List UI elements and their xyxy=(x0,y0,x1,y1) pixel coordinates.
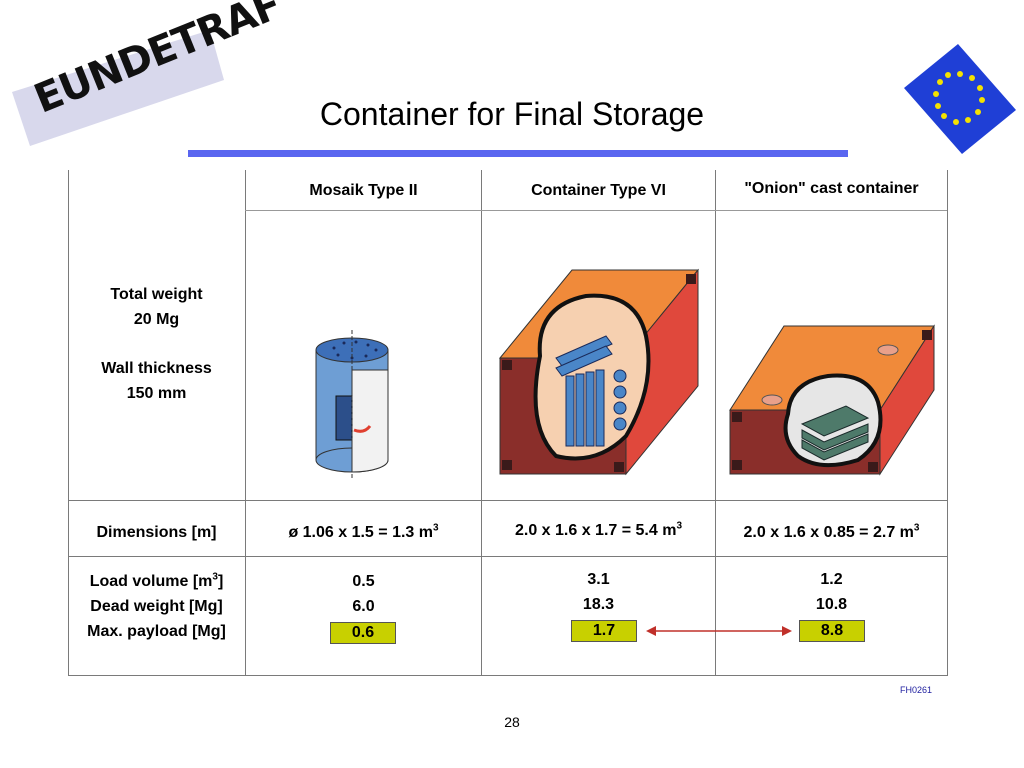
load-volume-label-text: Load volume [m xyxy=(89,573,213,590)
payload-comparison-arrow-icon xyxy=(646,623,792,639)
figure-code: FH0261 xyxy=(900,685,933,695)
header-type-vi: Container Type VI xyxy=(531,182,666,199)
eu-flag-icon xyxy=(900,44,1018,156)
total-weight-label: Total weight xyxy=(110,286,203,303)
dead-weight-mosaik: 6.0 xyxy=(352,598,375,615)
wall-thickness-value: 150 mm xyxy=(126,385,187,402)
total-weight-value: 20 Mg xyxy=(133,311,180,328)
dimensions-type-vi: 2.0 x 1.6 x 1.7 = 5.4 m3 xyxy=(482,518,715,543)
eundetraf-logo: EUNDETRAF xyxy=(10,0,287,148)
dimensions-onion-value: 2.0 x 1.6 x 0.85 = 2.7 m xyxy=(743,524,914,541)
header-onion: "Onion" cast container xyxy=(744,180,919,197)
dimensions-label: Dimensions [m] xyxy=(96,524,217,541)
grid-line xyxy=(68,556,948,557)
dead-weight-onion: 10.8 xyxy=(815,596,848,613)
load-volume-label: Load volume [m3] xyxy=(68,569,245,594)
grid-line xyxy=(68,500,948,501)
dimensions-unit-exponent: 3 xyxy=(432,522,439,534)
grid-line xyxy=(68,170,69,676)
dimensions-unit-exponent: 3 xyxy=(913,522,920,534)
comparison-table: Mosaik Type II Container Type VI "Onion"… xyxy=(68,170,948,676)
max-payload-mosaik: 0.6 xyxy=(330,622,396,644)
dimensions-unit-exponent: 3 xyxy=(676,520,682,532)
header-mosaik: Mosaik Type II xyxy=(309,182,418,199)
dimensions-type-vi-value: 2.0 x 1.6 x 1.7 = 5.4 m xyxy=(514,522,677,539)
dimensions-mosaik-value: ø 1.06 x 1.5 = 1.3 m xyxy=(288,524,433,541)
load-volume-type-vi: 3.1 xyxy=(587,571,610,588)
dimensions-onion: 2.0 x 1.6 x 0.85 = 2.7 m3 xyxy=(716,520,947,545)
grid-line xyxy=(715,170,716,676)
title-rule xyxy=(188,150,848,157)
type-vi-container-illustration xyxy=(496,266,702,480)
max-payload-label: Max. payload [Mg] xyxy=(87,623,226,640)
wall-thickness-label: Wall thickness xyxy=(101,360,212,377)
load-volume-mosaik: 0.5 xyxy=(352,573,375,590)
grid-line xyxy=(245,170,246,676)
mosaik-container-illustration xyxy=(304,330,424,480)
load-volume-onion: 1.2 xyxy=(820,571,843,588)
page-number: 28 xyxy=(504,714,520,730)
load-volume-label-bracket: ] xyxy=(217,573,224,590)
dimensions-mosaik: ø 1.06 x 1.5 = 1.3 m3 xyxy=(246,520,481,545)
max-payload-onion: 8.8 xyxy=(799,620,865,642)
onion-container-illustration xyxy=(728,320,938,480)
grid-line xyxy=(947,170,948,676)
grid-line xyxy=(481,170,482,676)
dead-weight-label: Dead weight [Mg] xyxy=(90,598,223,615)
grid-line xyxy=(68,675,948,676)
page-title: Container for Final Storage xyxy=(319,96,705,132)
max-payload-type-vi: 1.7 xyxy=(571,620,637,642)
grid-line xyxy=(245,210,947,211)
dead-weight-type-vi: 18.3 xyxy=(582,596,615,613)
load-volume-unit-exponent: 3 xyxy=(212,571,218,583)
